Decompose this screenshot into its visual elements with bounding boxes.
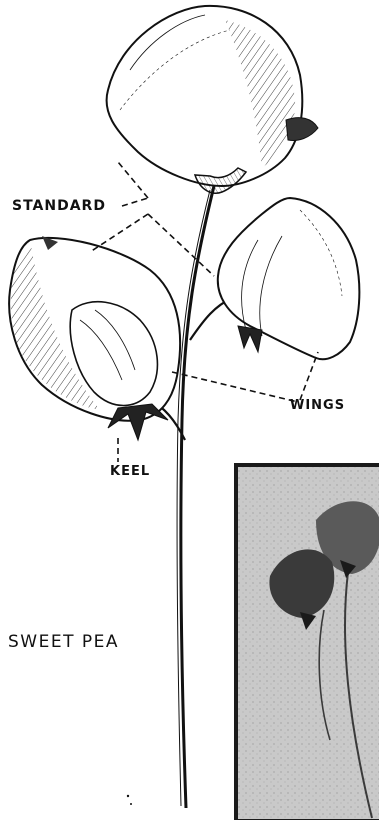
keel-label: KEEL [110, 464, 150, 479]
stray-dot [130, 803, 132, 805]
wings-right-leader [300, 352, 318, 400]
right-flower [218, 198, 360, 359]
wings-left-leader [172, 372, 298, 402]
top-flower [107, 6, 318, 193]
wings-label: WINGS [290, 398, 345, 413]
photograph-inset [236, 465, 379, 820]
standard-top-leader [118, 162, 148, 198]
stray-dot [127, 795, 129, 797]
standard-label: STANDARD [12, 198, 106, 214]
left-flower [9, 236, 180, 440]
standard-to-top-leader [122, 198, 148, 206]
figure-caption: SWEET PEA [8, 632, 119, 652]
